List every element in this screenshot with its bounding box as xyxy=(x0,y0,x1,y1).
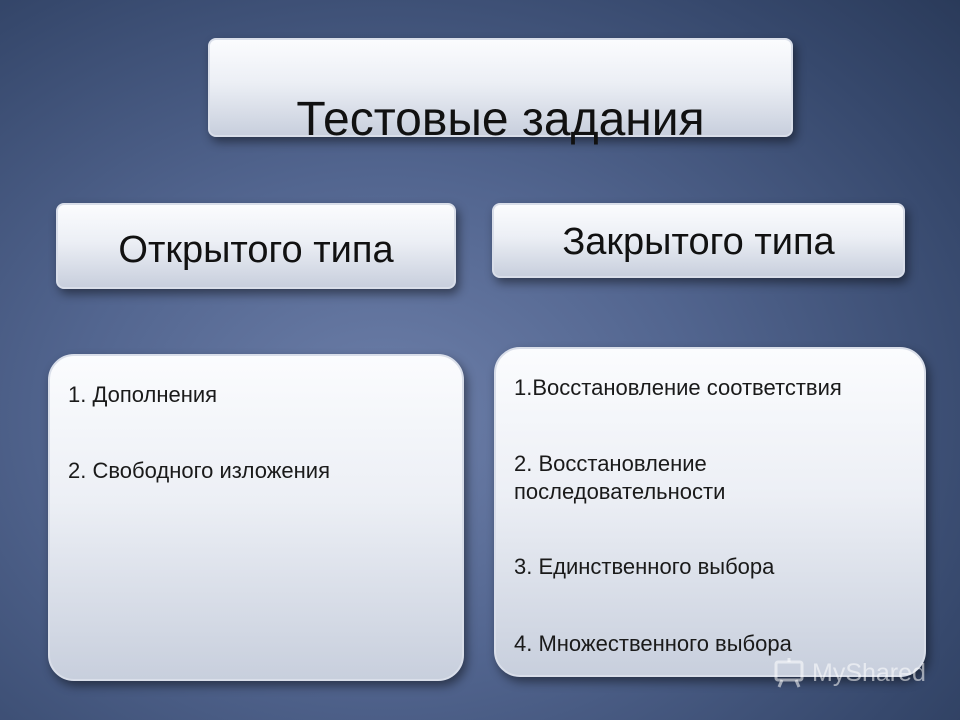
closed-type-label: Закрытого типа xyxy=(562,221,835,263)
list-item: 4. Множественного выбора xyxy=(514,631,792,656)
list-item: 1.Восстановление соответствия xyxy=(514,375,842,400)
list-item: 3. Единственного выбора xyxy=(514,554,775,579)
open-type-label: Открытого типа xyxy=(118,229,394,271)
page-title: Тестовые задания xyxy=(296,93,705,146)
list-item: 2. Свободного изложения xyxy=(68,458,330,483)
closed-type-box: Закрытого типа xyxy=(492,203,905,278)
watermark-text: MyShared xyxy=(812,658,926,687)
list-item: 2. Восстановление xyxy=(514,451,707,476)
chalkboard-icon xyxy=(774,658,804,688)
open-type-box: Открытого типа xyxy=(56,203,456,289)
open-type-list: 1. Дополнения 2. Свободного изложения xyxy=(48,354,464,681)
list-item: последовательности xyxy=(514,479,726,504)
watermark: MyShared xyxy=(772,656,926,690)
closed-type-list: 1.Восстановление соответствия 2. Восстан… xyxy=(494,347,926,677)
list-item: 1. Дополнения xyxy=(68,382,218,407)
title-box: Тестовые задания xyxy=(208,38,793,144)
